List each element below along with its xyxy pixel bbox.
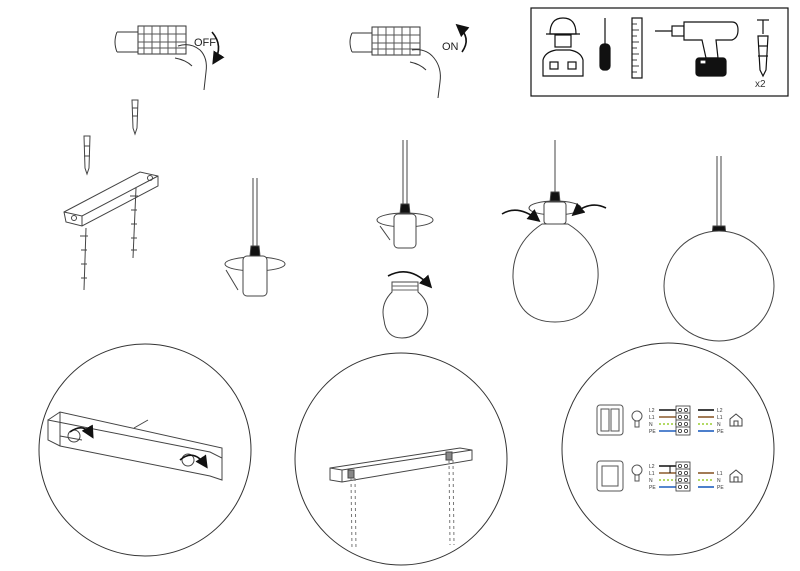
hand-icon xyxy=(174,44,207,91)
power-off-label: OFF xyxy=(194,37,216,49)
rotate-arrow-icon xyxy=(455,23,470,53)
electrician-icon xyxy=(542,17,584,77)
finished-lamp-step xyxy=(663,156,775,342)
hand-icon xyxy=(409,49,441,99)
power-off-step: OFF xyxy=(114,25,225,91)
terminal-label: N xyxy=(717,422,721,428)
ceiling-canopy xyxy=(329,447,473,483)
terminal-label: L1 xyxy=(649,415,655,421)
mounting-bracket xyxy=(47,419,223,481)
home-icon xyxy=(729,413,743,427)
glass-globe xyxy=(663,230,775,342)
screw-icon xyxy=(80,227,88,291)
terminal-block-icon xyxy=(114,25,187,55)
terminal-label: L2 xyxy=(649,464,655,470)
wall-plug-icon xyxy=(131,99,139,136)
ruler-icon xyxy=(631,17,643,79)
detail-canopy-circle xyxy=(294,352,508,566)
terminal-block-icon xyxy=(675,405,691,436)
drill-icon xyxy=(655,21,739,77)
rotate-arrow-icon xyxy=(69,424,94,439)
wiring-diagram-bottom: L2 L1 N PE xyxy=(649,461,743,492)
detail-bracket-circle xyxy=(38,343,252,557)
terminal-block-icon xyxy=(675,461,691,492)
mounting-bracket-step xyxy=(63,99,159,291)
home-icon xyxy=(729,469,743,483)
terminal-label: L1 xyxy=(717,415,723,421)
wall-plug-quantity: x2 xyxy=(755,79,766,90)
screw-icon xyxy=(130,187,138,259)
screwdriver-icon xyxy=(599,18,611,71)
terminal-label: PE xyxy=(649,485,656,491)
wiring-diagram-top: L2 L1 N PE xyxy=(649,405,743,436)
socket-step xyxy=(224,178,286,297)
mounting-bracket xyxy=(63,171,159,227)
rotate-arrow-icon xyxy=(571,202,607,217)
rotate-arrow-icon xyxy=(179,454,208,469)
screw-icon xyxy=(59,419,149,441)
power-on-label: ON xyxy=(442,41,459,53)
small-bulb xyxy=(382,281,429,339)
rotate-arrow-icon xyxy=(387,270,433,289)
single-switch-icon xyxy=(596,460,624,492)
terminal-label: N xyxy=(649,478,653,484)
wall-plug-icon xyxy=(83,135,91,176)
power-on-step: ON xyxy=(349,23,470,99)
terminal-label: PE xyxy=(717,429,724,435)
double-switch-icon xyxy=(596,404,624,436)
terminal-label: N xyxy=(649,422,653,428)
tools-required-box: x2 xyxy=(530,7,789,97)
light-bulb-icon xyxy=(631,464,643,482)
globe-bulb xyxy=(512,223,599,323)
terminal-label: L2 xyxy=(649,408,655,414)
detail-wiring-circle: L2 L1 N PE xyxy=(561,342,775,556)
terminal-label: PE xyxy=(649,429,656,435)
rotate-arrow-icon xyxy=(501,209,541,222)
terminal-label: PE xyxy=(717,485,724,491)
terminal-label: L1 xyxy=(717,471,723,477)
lamp-socket xyxy=(393,213,417,249)
terminal-label: L1 xyxy=(649,471,655,477)
globe-bulb-step xyxy=(501,140,607,323)
terminal-label: N xyxy=(717,478,721,484)
lamp-socket xyxy=(242,255,268,297)
light-bulb-icon xyxy=(631,410,643,428)
wall-plug-icon xyxy=(757,19,769,78)
rotate-arrow-icon xyxy=(211,31,225,65)
terminal-block-icon xyxy=(349,26,421,56)
terminal-label: L2 xyxy=(717,408,723,414)
bulb-install-step xyxy=(376,140,434,339)
